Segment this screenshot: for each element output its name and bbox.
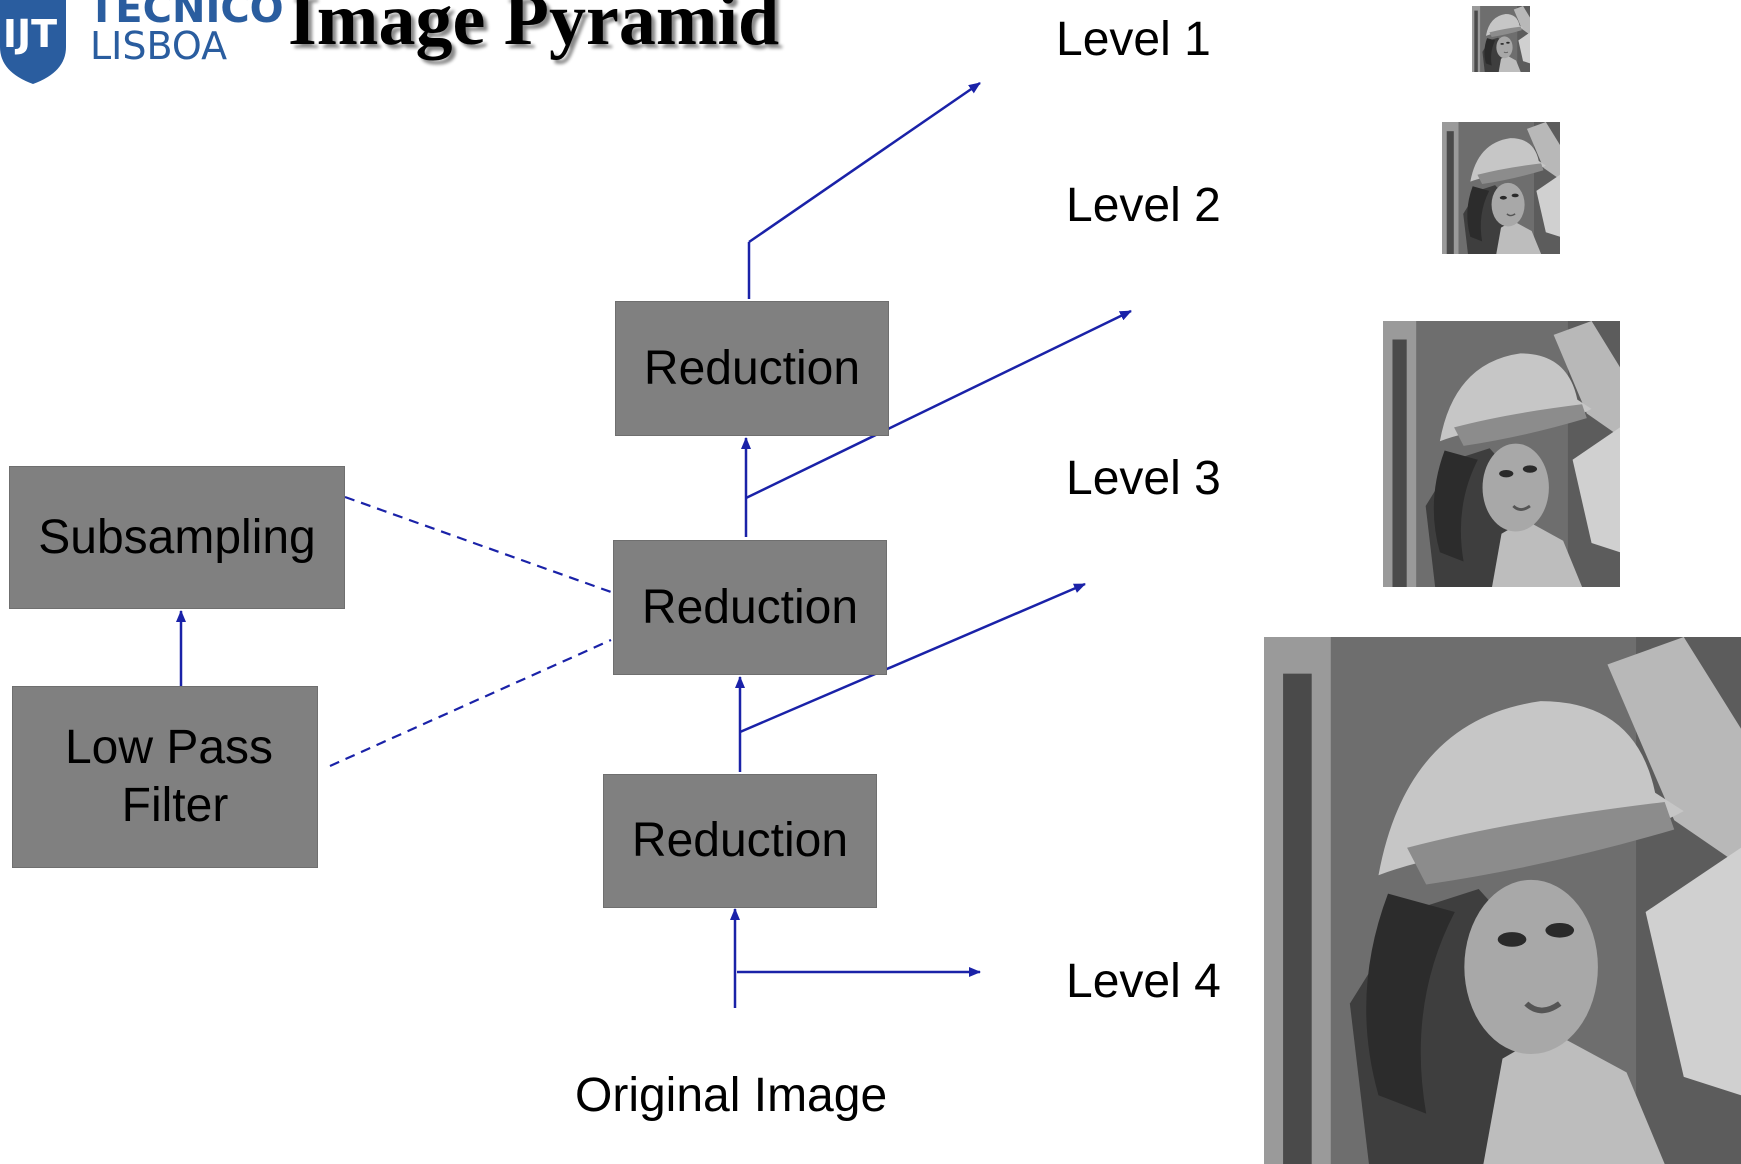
ist-shield-icon: IJT: [0, 0, 66, 84]
reduction-box-mid: Reduction: [613, 540, 887, 675]
level-4-label: Level 4: [1066, 955, 1221, 1008]
svg-text:IJT: IJT: [3, 12, 57, 56]
reduction-box-top: Reduction: [615, 301, 889, 436]
low-pass-filter-box: Low Pass Filter: [12, 686, 318, 868]
logo-text-line1: TECNICO: [88, 0, 284, 32]
logo-text-line2: LISBOA: [90, 24, 228, 68]
pyramid-image-level-1: [1472, 6, 1530, 72]
level-1-label: Level 1: [1056, 13, 1211, 66]
logo: IJT TECNICO LISBOA: [0, 0, 284, 90]
dashed-subsampling-to-reduction: [344, 495, 612, 594]
arrow-to-level1: [748, 81, 981, 244]
pyramid-image-level-3: [1383, 321, 1620, 587]
reduction-mid-label: Reduction: [641, 580, 859, 634]
level-3-label: Level 3: [1066, 452, 1221, 505]
level-2-label: Level 2: [1066, 179, 1221, 232]
pyramid-image-level-2: [1442, 122, 1560, 254]
low-pass-label-line2: Filter: [121, 779, 229, 832]
reduction-bottom-label: Reduction: [631, 814, 849, 868]
arrow-to-level2: [745, 309, 1132, 500]
original-image-caption: Original Image: [575, 1069, 888, 1122]
subsampling-label: Subsampling: [38, 510, 316, 564]
arrow-to-level3: [739, 582, 1086, 734]
low-pass-label-line1: Low Pass: [64, 721, 274, 775]
subsampling-box: Subsampling: [9, 466, 345, 609]
reduction-top-label: Reduction: [643, 341, 861, 395]
pyramid-image-level-4: [1264, 637, 1741, 1164]
page-title: Image Pyramid: [288, 0, 780, 61]
reduction-box-bottom: Reduction: [603, 774, 877, 908]
dashed-lowpass-to-reduction: [329, 638, 612, 768]
